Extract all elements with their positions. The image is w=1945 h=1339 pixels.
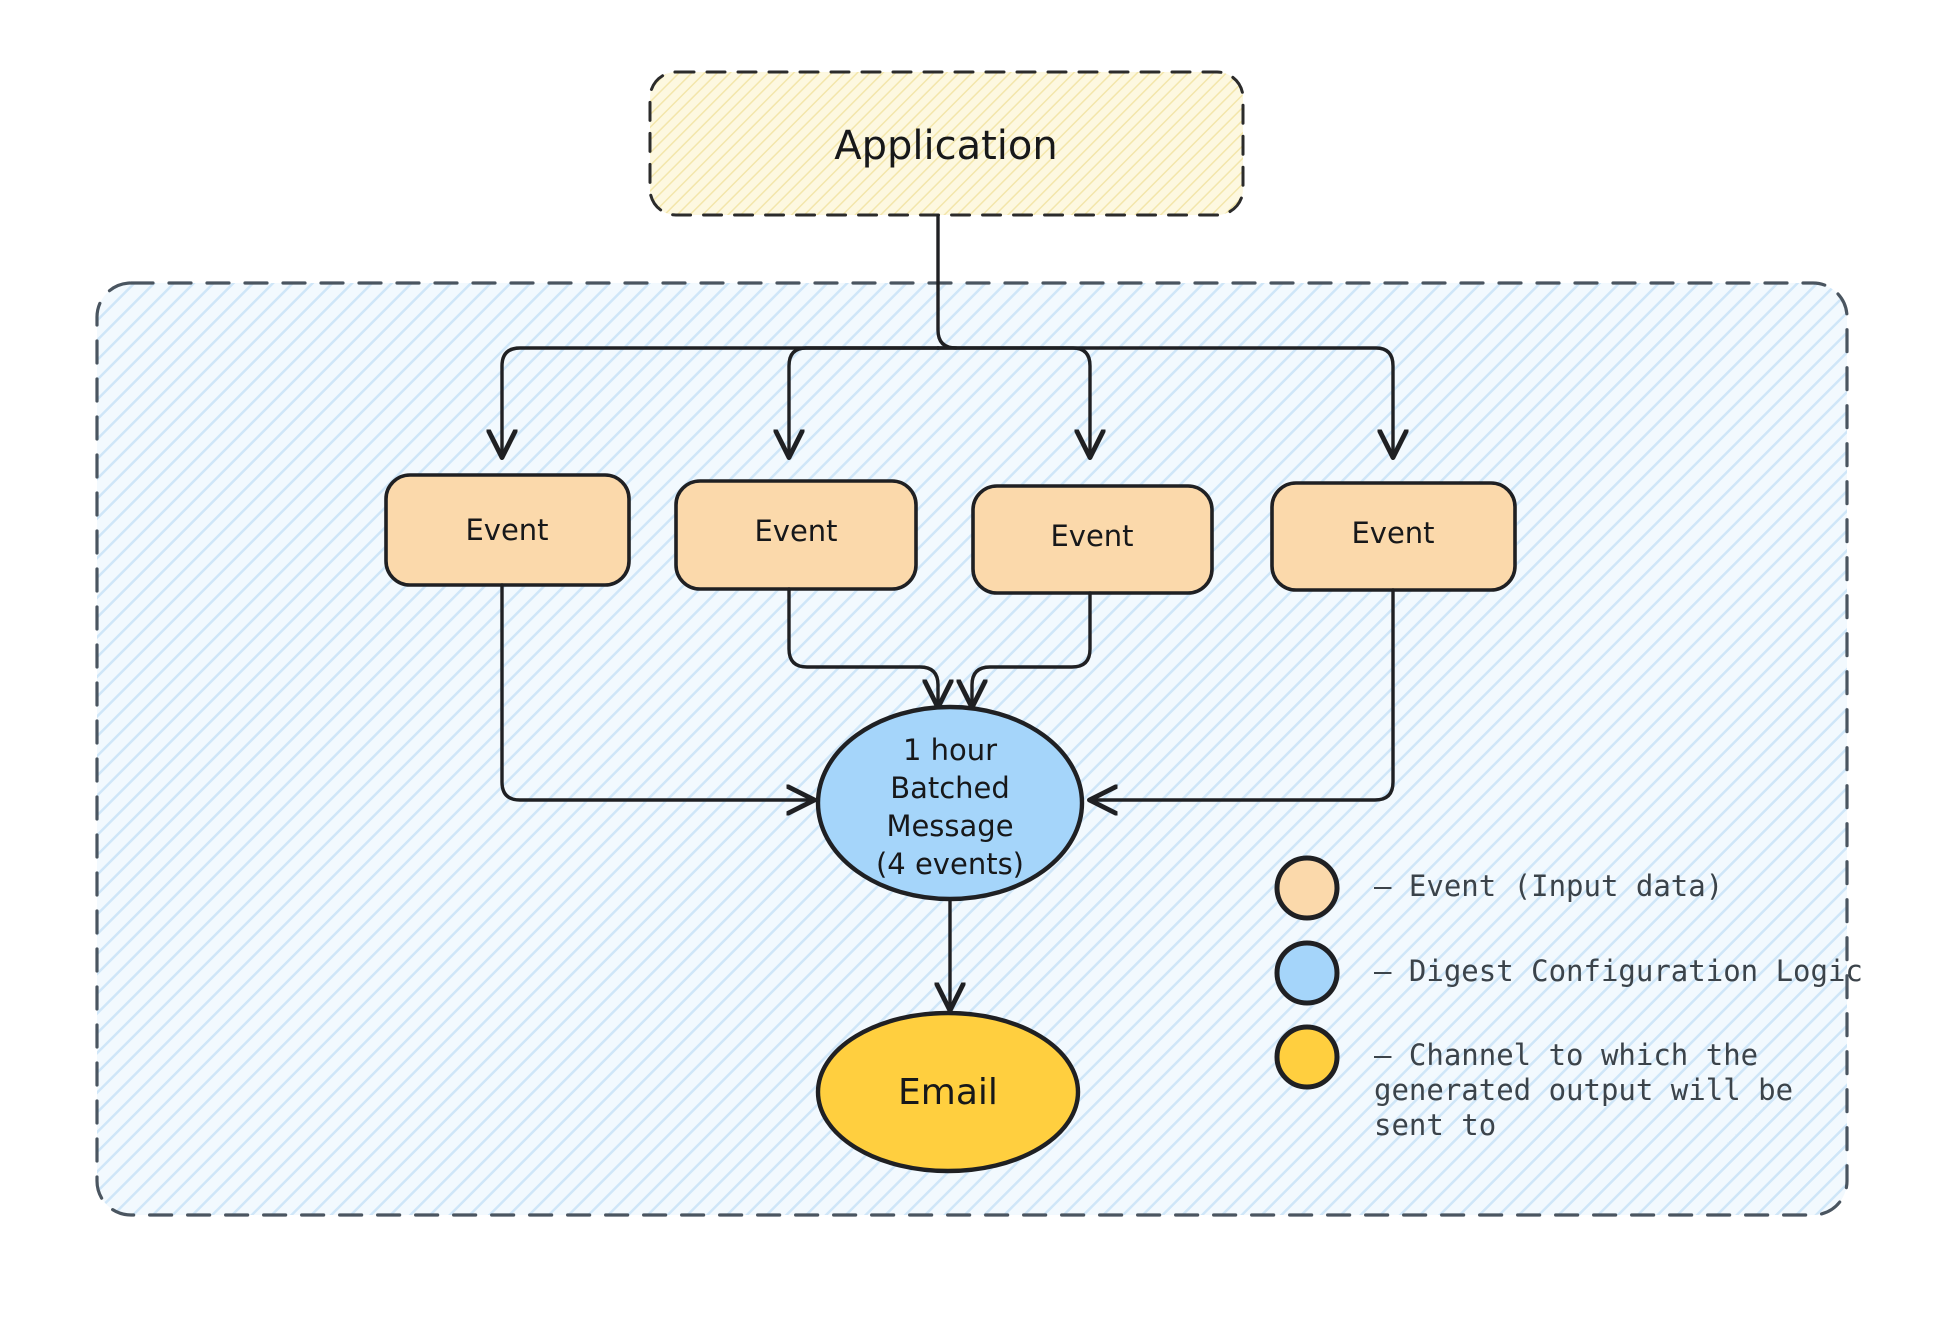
- legend-swatch-event: [1274, 855, 1340, 921]
- edge-app-to-event-4: [936, 346, 1393, 455]
- edge-app-to-event-3: [936, 346, 1090, 455]
- node-event-4[interactable]: Event: [1270, 481, 1517, 592]
- legend-item-digest: – Digest Configuration Logic: [1274, 940, 1863, 1006]
- node-event-4-label: Event: [1351, 516, 1434, 550]
- node-event-2-label: Event: [754, 514, 837, 548]
- node-application[interactable]: Application: [648, 70, 1245, 217]
- node-event-1[interactable]: Event: [384, 473, 631, 587]
- legend: – Event (Input data) – Digest Configurat…: [1274, 855, 1863, 1142]
- node-batched-message-line-4: (4 events): [876, 847, 1024, 881]
- edge-event-1-to-batch: [500, 583, 812, 800]
- node-email-label: Email: [898, 1072, 998, 1113]
- legend-item-channel: – Channel to which the generated output …: [1274, 1024, 1793, 1142]
- node-event-2[interactable]: Event: [674, 479, 918, 591]
- edge-event-3-to-batch: [972, 591, 1092, 705]
- node-batched-message[interactable]: 1 hour Batched Message (4 events): [815, 704, 1085, 902]
- legend-item-event: – Event (Input data): [1274, 855, 1723, 921]
- edge-event-2-to-batch: [787, 587, 938, 705]
- edge-app-to-event-2: [789, 346, 940, 455]
- legend-label-channel-line-2: generated output will be: [1374, 1073, 1793, 1107]
- node-event-3[interactable]: Event: [971, 484, 1214, 595]
- edges-application-to-events: [502, 214, 1393, 455]
- legend-swatch-channel: [1274, 1024, 1340, 1090]
- edges-events-to-batch: [500, 583, 1395, 800]
- node-application-label: Application: [834, 123, 1058, 169]
- node-email[interactable]: Email: [815, 1010, 1081, 1174]
- legend-label-digest-line-1: – Digest Configuration Logic: [1374, 954, 1863, 988]
- node-event-3-label: Event: [1050, 519, 1133, 553]
- legend-label-channel-line-1: – Channel to which the: [1374, 1038, 1758, 1072]
- legend-swatch-digest: [1274, 940, 1340, 1006]
- node-batched-message-line-3: Message: [886, 809, 1013, 843]
- node-batched-message-line-2: Batched: [890, 771, 1010, 805]
- node-event-1-label: Event: [465, 513, 548, 547]
- legend-label-event-line-1: – Event (Input data): [1374, 869, 1723, 903]
- legend-label-channel-line-3: sent to: [1374, 1108, 1496, 1142]
- edge-event-4-to-batch: [1092, 588, 1395, 800]
- node-batched-message-line-1: 1 hour: [903, 733, 997, 767]
